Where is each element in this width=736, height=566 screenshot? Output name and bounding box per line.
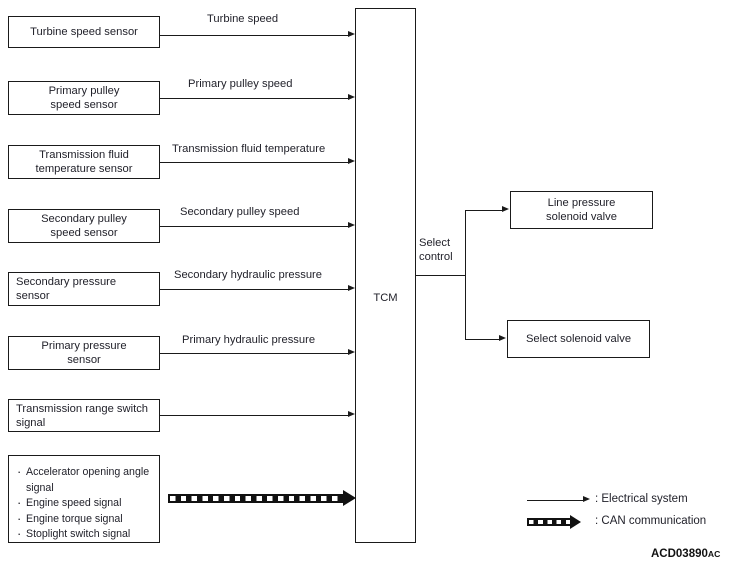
legend-label-can-communication: : CAN communication	[595, 515, 707, 527]
input-box-transmission-fluid-temperature-sensor: Transmission fluid temperature sensor	[8, 145, 160, 179]
connector-line-primary-hydraulic-pressure	[160, 353, 348, 354]
input-box-transmission-range-switch-signal: Transmission range switch signal	[8, 399, 160, 432]
signal-label-primary-hydraulic-pressure: Primary hydraulic pressure	[182, 334, 316, 346]
connector-line-primary-pulley-speed	[160, 98, 348, 99]
signal-label-primary-pulley-speed: Primary pulley speed	[188, 78, 293, 90]
input-box-can-signals: Accelerator opening angle signal Engine …	[8, 455, 160, 543]
signal-label-turbine-speed: Turbine speed	[207, 13, 279, 25]
connector-line-select-control-riser	[465, 210, 466, 340]
input-box-secondary-pressure-sensor: Secondary pressure sensor	[8, 272, 160, 306]
connector-line-secondary-pulley-speed	[160, 226, 348, 227]
input-box-primary-pressure-sensor: Primary pressure sensor	[8, 336, 160, 370]
legend-label-electrical-system: : Electrical system	[595, 493, 688, 505]
figure-code-suffix: AC	[707, 549, 721, 559]
figure-code-main: ACD03890	[651, 548, 708, 560]
legend-can-arrowhead	[570, 515, 581, 529]
connector-line-to-line-pressure-valve	[465, 210, 503, 211]
list-item: Engine torque signal	[17, 511, 153, 528]
signal-label-secondary-pulley-speed: Secondary pulley speed	[180, 206, 300, 218]
arrowhead-turbine-speed	[348, 31, 355, 38]
signal-label-transmission-fluid-temperature: Transmission fluid temperature	[172, 143, 326, 155]
connector-line-to-select-solenoid-valve	[465, 339, 500, 340]
legend-can-dashes	[529, 520, 570, 524]
connector-line-turbine-speed	[160, 35, 348, 36]
arrowhead-primary-hydraulic-pressure	[348, 349, 355, 356]
list-item: Engine speed signal	[17, 495, 153, 512]
arrowhead-select-solenoid-valve	[499, 335, 506, 342]
arrowhead-transmission-fluid-temperature	[348, 158, 355, 165]
list-item: Accelerator opening angle signal	[17, 464, 153, 496]
connector-line-transmission-fluid-temperature	[160, 162, 348, 163]
list-item: Stoplight switch signal	[17, 526, 153, 543]
can-bus-arrowhead	[343, 490, 356, 506]
figure-code: ACD03890AC	[651, 544, 720, 562]
input-box-primary-pulley-speed-sensor: Primary pulley speed sensor	[8, 81, 160, 115]
connector-line-transmission-range-switch	[160, 415, 348, 416]
arrowhead-secondary-hydraulic-pressure	[348, 285, 355, 292]
connector-line-select-control-trunk	[416, 275, 466, 276]
arrowhead-transmission-range-switch	[348, 411, 355, 418]
legend-electrical-line	[527, 500, 584, 501]
arrowhead-line-pressure-valve	[502, 206, 509, 213]
output-box-select-solenoid-valve: Select solenoid valve	[507, 320, 650, 358]
signal-label-secondary-hydraulic-pressure: Secondary hydraulic pressure	[174, 269, 322, 281]
arrowhead-secondary-pulley-speed	[348, 222, 355, 229]
select-control-label: Select control	[419, 237, 453, 263]
tcm-label: TCM	[373, 292, 398, 304]
arrowhead-primary-pulley-speed	[348, 94, 355, 101]
tcm-box	[355, 8, 416, 543]
input-box-turbine-speed-sensor: Turbine speed sensor	[8, 16, 160, 48]
legend-electrical-arrowhead	[583, 496, 590, 503]
output-box-line-pressure-solenoid-valve: Line pressure solenoid valve	[510, 191, 653, 229]
input-box-secondary-pulley-speed-sensor: Secondary pulley speed sensor	[8, 209, 160, 243]
connector-line-secondary-hydraulic-pressure	[160, 289, 348, 290]
can-bus-dashes	[170, 496, 343, 501]
